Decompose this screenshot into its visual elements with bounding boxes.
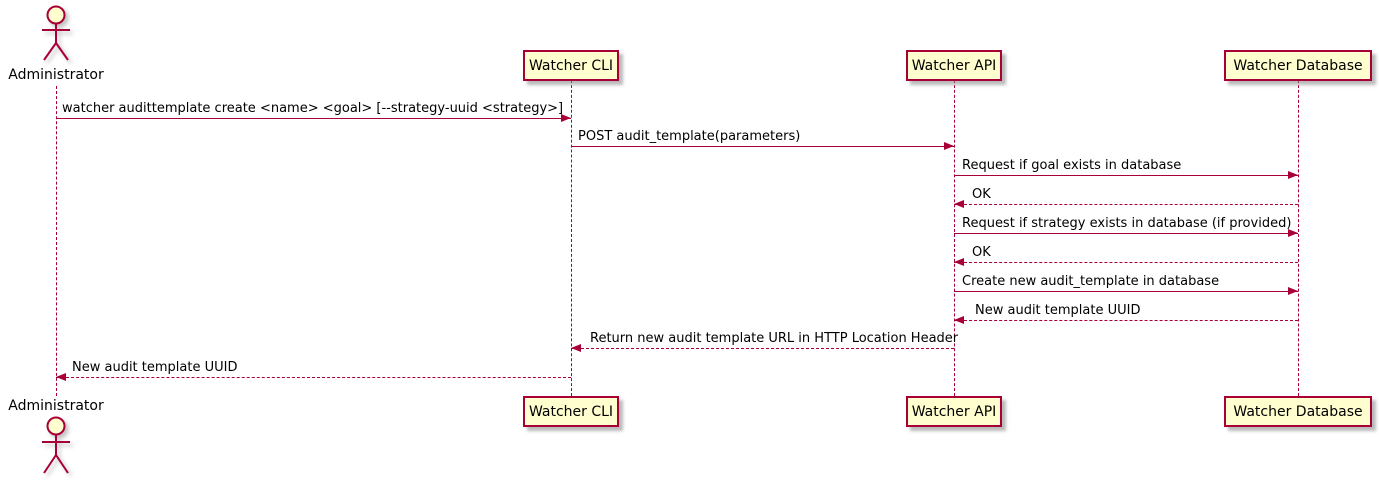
message-label: New audit template UUID [72,360,238,375]
participant-box-watcher-api-bottom: Watcher API [906,396,1002,427]
actor-label-administrator-top: Administrator [8,67,104,83]
message-label: Create new audit_template in database [962,274,1220,289]
participant-box-watcher-cli-top: Watcher CLI [523,50,619,81]
administrator-actor-icon-bottom [42,416,70,474]
message-line [56,118,571,119]
message-label: New audit template UUID [975,303,1141,318]
message-line [954,233,1298,234]
lifeline-watcher-database [1298,80,1299,396]
arrowhead-right-icon [1288,229,1298,237]
participant-box-watcher-cli-bottom: Watcher CLI [523,396,619,427]
message-line [954,320,1298,321]
lifeline-administrator [56,86,57,396]
message-label: Return new audit template URL in HTTP Lo… [590,331,959,346]
message-label: watcher audittemplate create <name> <goa… [62,101,564,116]
message-line [571,146,954,147]
actor-label-administrator-bottom: Administrator [8,398,104,414]
message-line [954,175,1298,176]
message-label: POST audit_template(parameters) [578,129,801,144]
lifeline-watcher-cli [571,80,572,396]
lifeline-watcher-api [954,80,955,396]
message-label: OK [972,187,991,202]
arrowhead-right-icon [561,114,571,122]
message-label: OK [972,245,991,260]
message-label: Request if goal exists in database [962,158,1182,173]
message-line [954,262,1298,263]
participant-box-watcher-database-bottom: Watcher Database [1224,396,1372,427]
participant-box-watcher-database-top: Watcher Database [1224,50,1372,81]
message-label: Request if strategy exists in database (… [962,216,1292,231]
arrowhead-left-icon [954,258,964,266]
arrowhead-right-icon [1288,287,1298,295]
arrowhead-left-icon [954,316,964,324]
participant-box-watcher-api-top: Watcher API [906,50,1002,81]
arrowhead-left-icon [571,344,581,352]
arrowhead-right-icon [1288,171,1298,179]
message-line [56,377,571,378]
arrowhead-right-icon [944,142,954,150]
message-line [571,348,954,349]
arrowhead-left-icon [56,373,66,381]
administrator-actor-icon-top [42,5,70,61]
arrowhead-left-icon [954,200,964,208]
message-line [954,204,1298,205]
message-line [954,291,1298,292]
